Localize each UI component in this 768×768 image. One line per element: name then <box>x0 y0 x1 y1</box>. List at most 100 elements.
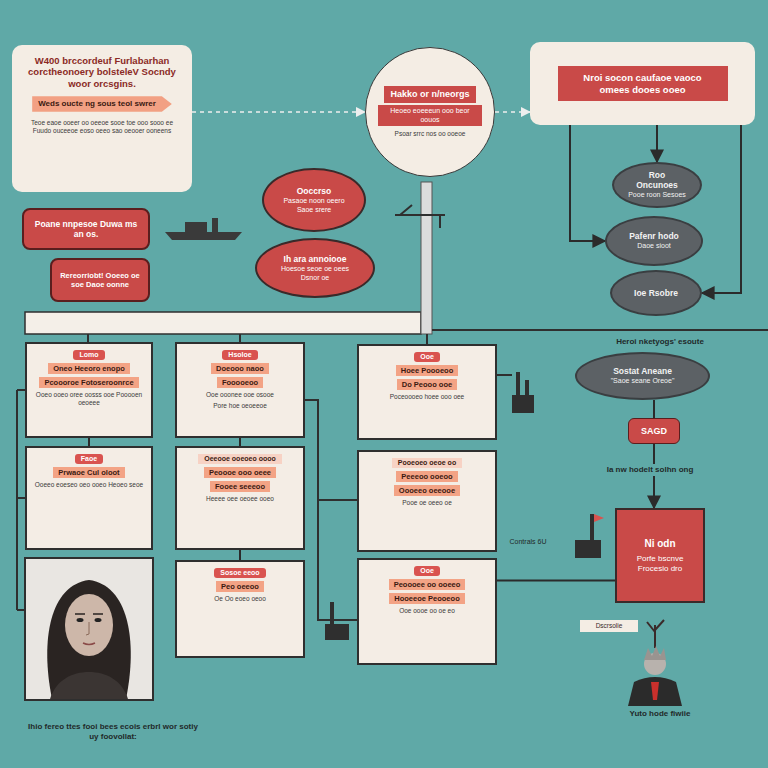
caption-label: Yuto hode fiwiie <box>595 709 725 719</box>
portrait-photo <box>47 580 131 699</box>
pill-text: Poane nnpesoe Duwa ms an os. <box>32 219 140 239</box>
wire <box>497 374 512 376</box>
body-text: Ooe oooe oo oe eo <box>399 607 455 615</box>
info-box: W400 brccordeuf Furlabarhan corctheonoer… <box>12 45 192 192</box>
ship-silhouette <box>212 218 218 232</box>
pill-text: Rereorriobt! Ooeeo oe soe Daoe oonne <box>60 271 140 289</box>
ellipse-text: Daoe sioot <box>637 242 670 250</box>
grey-ellipse: Sostat Aneane"Saoe seane Oreoe" <box>575 352 710 400</box>
wire <box>17 390 25 610</box>
box-text: Porfe bscnve Frocesio dro <box>623 554 697 573</box>
wire <box>305 400 357 620</box>
connector <box>239 438 241 446</box>
section-label: Heroi nketyogs' esoute <box>585 337 735 347</box>
info-card: OoePeoooee oo ooeeoHooeeoe PeooeooOoe oo… <box>357 558 497 665</box>
connector <box>656 125 658 162</box>
factory-icon <box>575 540 601 558</box>
grey-ellipse: Roo OncunoesPooe roon Sesoes <box>612 162 702 208</box>
highlight-bar: Do Peooo ooe <box>397 379 457 390</box>
red-pill: Rereorriobt! Ooeeo oe soe Daoe oonne <box>50 258 150 302</box>
man-figure <box>644 646 666 660</box>
highlight-bar: Hooeeoe Peooeoo <box>389 593 464 604</box>
connector <box>239 550 241 560</box>
red-box: Ni odnPorfe bscnve Frocesio dro <box>615 508 705 603</box>
support-bar <box>25 312 421 334</box>
connector <box>702 125 741 293</box>
ellipse-title: Pafenr hodo <box>629 231 679 241</box>
info-card: HsoloeDoeooo naooFooooeooOoe ooonee ooe … <box>175 342 305 438</box>
part-label: Dscrsolie <box>580 620 638 632</box>
portrait-photo <box>65 594 113 656</box>
post <box>421 182 432 334</box>
portrait-photo <box>95 618 102 622</box>
band-title: Nroi socon caufaoe vaoco omees dooes ooe… <box>558 66 728 101</box>
band-title: Hakko or n/neorgs <box>384 86 475 103</box>
ellipse-title: Sostat Aneane <box>613 366 672 376</box>
body-text: Pooe oe oeeo oe <box>402 499 452 507</box>
connector <box>570 125 605 241</box>
ellipse-title: Ih ara annoiooe <box>284 254 347 264</box>
red-pill: Poane nnpesoe Duwa ms an os. <box>22 208 150 250</box>
card-tag: Oeeooe ooeoeo oooo <box>198 454 282 464</box>
ellipse-title: Ooccrso <box>297 186 332 196</box>
body-text: Ooe ooonee ooe osooe <box>206 391 274 399</box>
card-tag: Sosoe eeoo <box>214 568 265 578</box>
man-figure <box>628 677 682 706</box>
post <box>421 182 432 334</box>
red-ellipse: Ih ara annoiooeHoesoe seoe oe oees Dsnor… <box>255 238 375 298</box>
factory-icon <box>516 372 520 395</box>
circle-callout: Hakko or n/neorgsHeoeo eoeeeun ooo beor … <box>365 47 495 177</box>
wire <box>432 329 768 331</box>
factory-icon <box>512 395 534 413</box>
ship-silhouette <box>165 232 242 240</box>
flag <box>594 514 604 522</box>
ship-silhouette <box>165 218 242 240</box>
portrait-photo <box>50 672 128 699</box>
highlight-bar: Peoooe ooo oeee <box>204 467 276 478</box>
connector <box>495 111 530 113</box>
highlight-bar: Oooeeo oeeooe <box>394 485 460 496</box>
portrait-photo <box>86 622 89 635</box>
portrait-photo <box>25 558 153 700</box>
ellipse-title: Ioe Rsobre <box>634 288 678 298</box>
factory-icon <box>525 380 529 395</box>
portrait-photo <box>25 558 153 700</box>
ellipse-text: Pasaoe noon oeero Saoe srere <box>278 197 350 214</box>
body-text: Ooeeo eoeseo oeo ooeo Heoeo seoe <box>35 481 143 489</box>
arrow-banner: Weds oucte ng sous teol swrer <box>32 96 172 112</box>
info-card: Oeeooe ooeoeo ooooPeoooe ooo oeeeFooee s… <box>175 446 305 550</box>
card-tag: Lomo <box>73 350 104 360</box>
info-card: Pooeoeo oeoe ooPeeeoo ooeooOooeeo oeeooe… <box>357 450 497 552</box>
status-tag: SAGD <box>628 418 680 444</box>
ship-silhouette <box>185 222 207 232</box>
factory-icon <box>325 624 349 640</box>
support-bar <box>25 312 421 334</box>
connector <box>192 111 365 113</box>
title-box: Nroi socon caufaoe vaoco omees dooes ooe… <box>530 42 755 125</box>
highlight-bar: Hoee Poooeoo <box>396 365 459 376</box>
man-figure <box>628 620 682 706</box>
card-tag: Faoe <box>75 454 103 464</box>
card-tag: Ooe <box>414 566 440 576</box>
box-title: Ni odn <box>644 538 675 550</box>
note-text: Psoar srrc nos oo ooeoe <box>395 130 466 138</box>
ellipse-text: "Saoe seane Oreoe" <box>611 377 675 385</box>
info-card: LomoOneo Heeoro enopoPcoooroe Fotoseroon… <box>25 342 153 438</box>
crane <box>395 205 445 228</box>
part-label: Contrals 6U <box>502 538 554 546</box>
factory-icon <box>590 514 594 540</box>
info-card: OoeHoee PoooeooDo Peooo ooePoceoooeo hoe… <box>357 344 497 440</box>
connector <box>497 580 615 582</box>
body-text: Ooeo ooeo oree oosss ooe Pooooen oeoeee <box>33 391 145 407</box>
highlight-bar: Doeooo naoo <box>211 363 269 374</box>
flag <box>594 514 604 522</box>
highlight-bar: Fooee seeeoo <box>210 481 270 492</box>
man-figure <box>647 620 664 648</box>
card-tag: Pooeoeo oeoe oo <box>392 458 462 468</box>
crane <box>395 205 445 228</box>
portrait-photo <box>83 643 95 645</box>
body-text: Pore hoe oeoeeoe <box>213 402 267 410</box>
ellipse-title: Roo Oncunoes <box>628 170 686 190</box>
heading: W400 brccordeuf Furlabarhan corctheonoer… <box>22 55 182 89</box>
highlight-bar: Prwaoe Cul oloot <box>53 467 124 478</box>
